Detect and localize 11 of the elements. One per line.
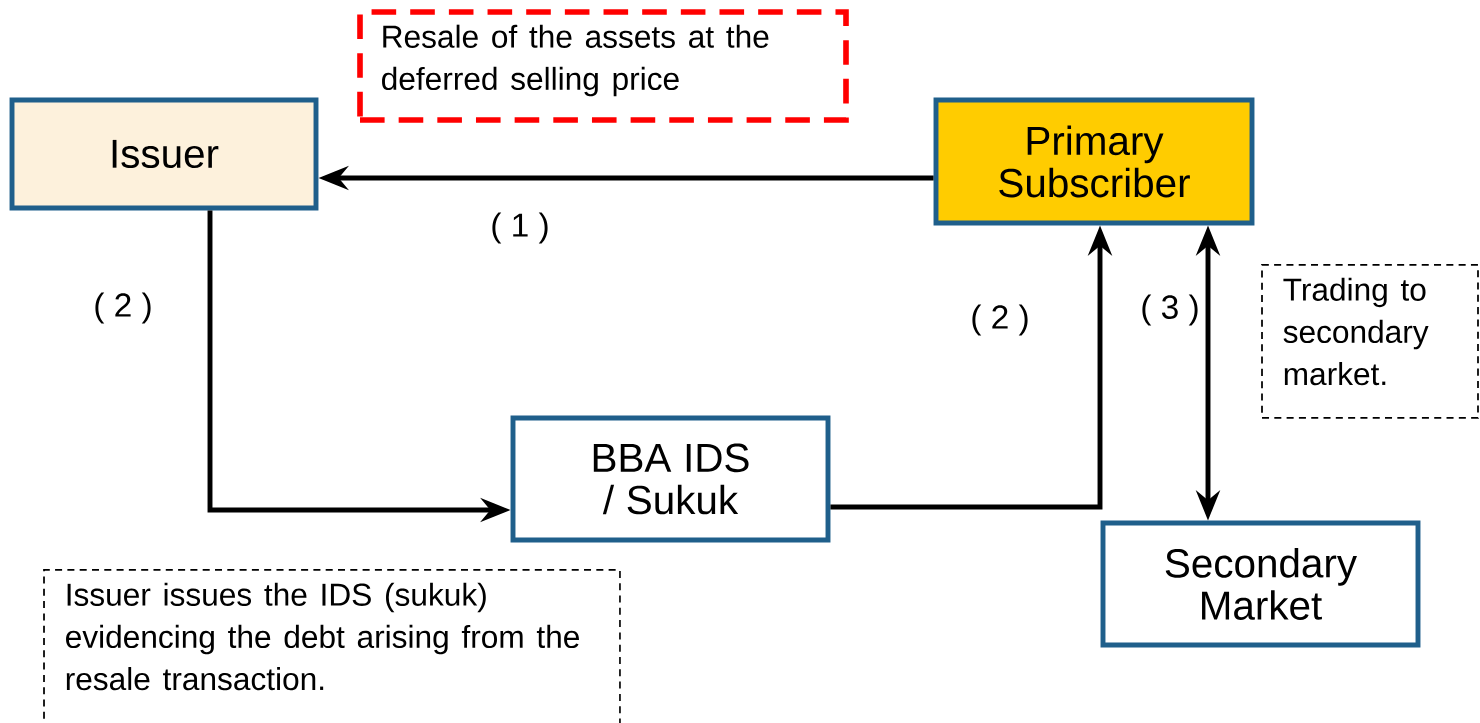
edge-label: ( 1 )	[486, 208, 554, 248]
note-box: Issuer issues the IDS (sukuk) evidencing the debt arising from the resale transaction.	[43, 569, 621, 723]
party-box: Issuer	[9, 97, 319, 211]
edge-label: ( 2 )	[966, 300, 1034, 340]
market-box: Secondary Market	[1100, 520, 1421, 648]
party-box: Primary Subscriber	[933, 97, 1255, 226]
instrument-box: BBA IDS / Sukuk	[510, 415, 831, 543]
edge-label: ( 2 )	[89, 288, 157, 328]
note-box: Resale of the assets at the deferred selling price	[357, 9, 849, 123]
note-box: Trading to secondary market.	[1261, 264, 1479, 419]
edge-label: ( 3 )	[1136, 290, 1204, 330]
